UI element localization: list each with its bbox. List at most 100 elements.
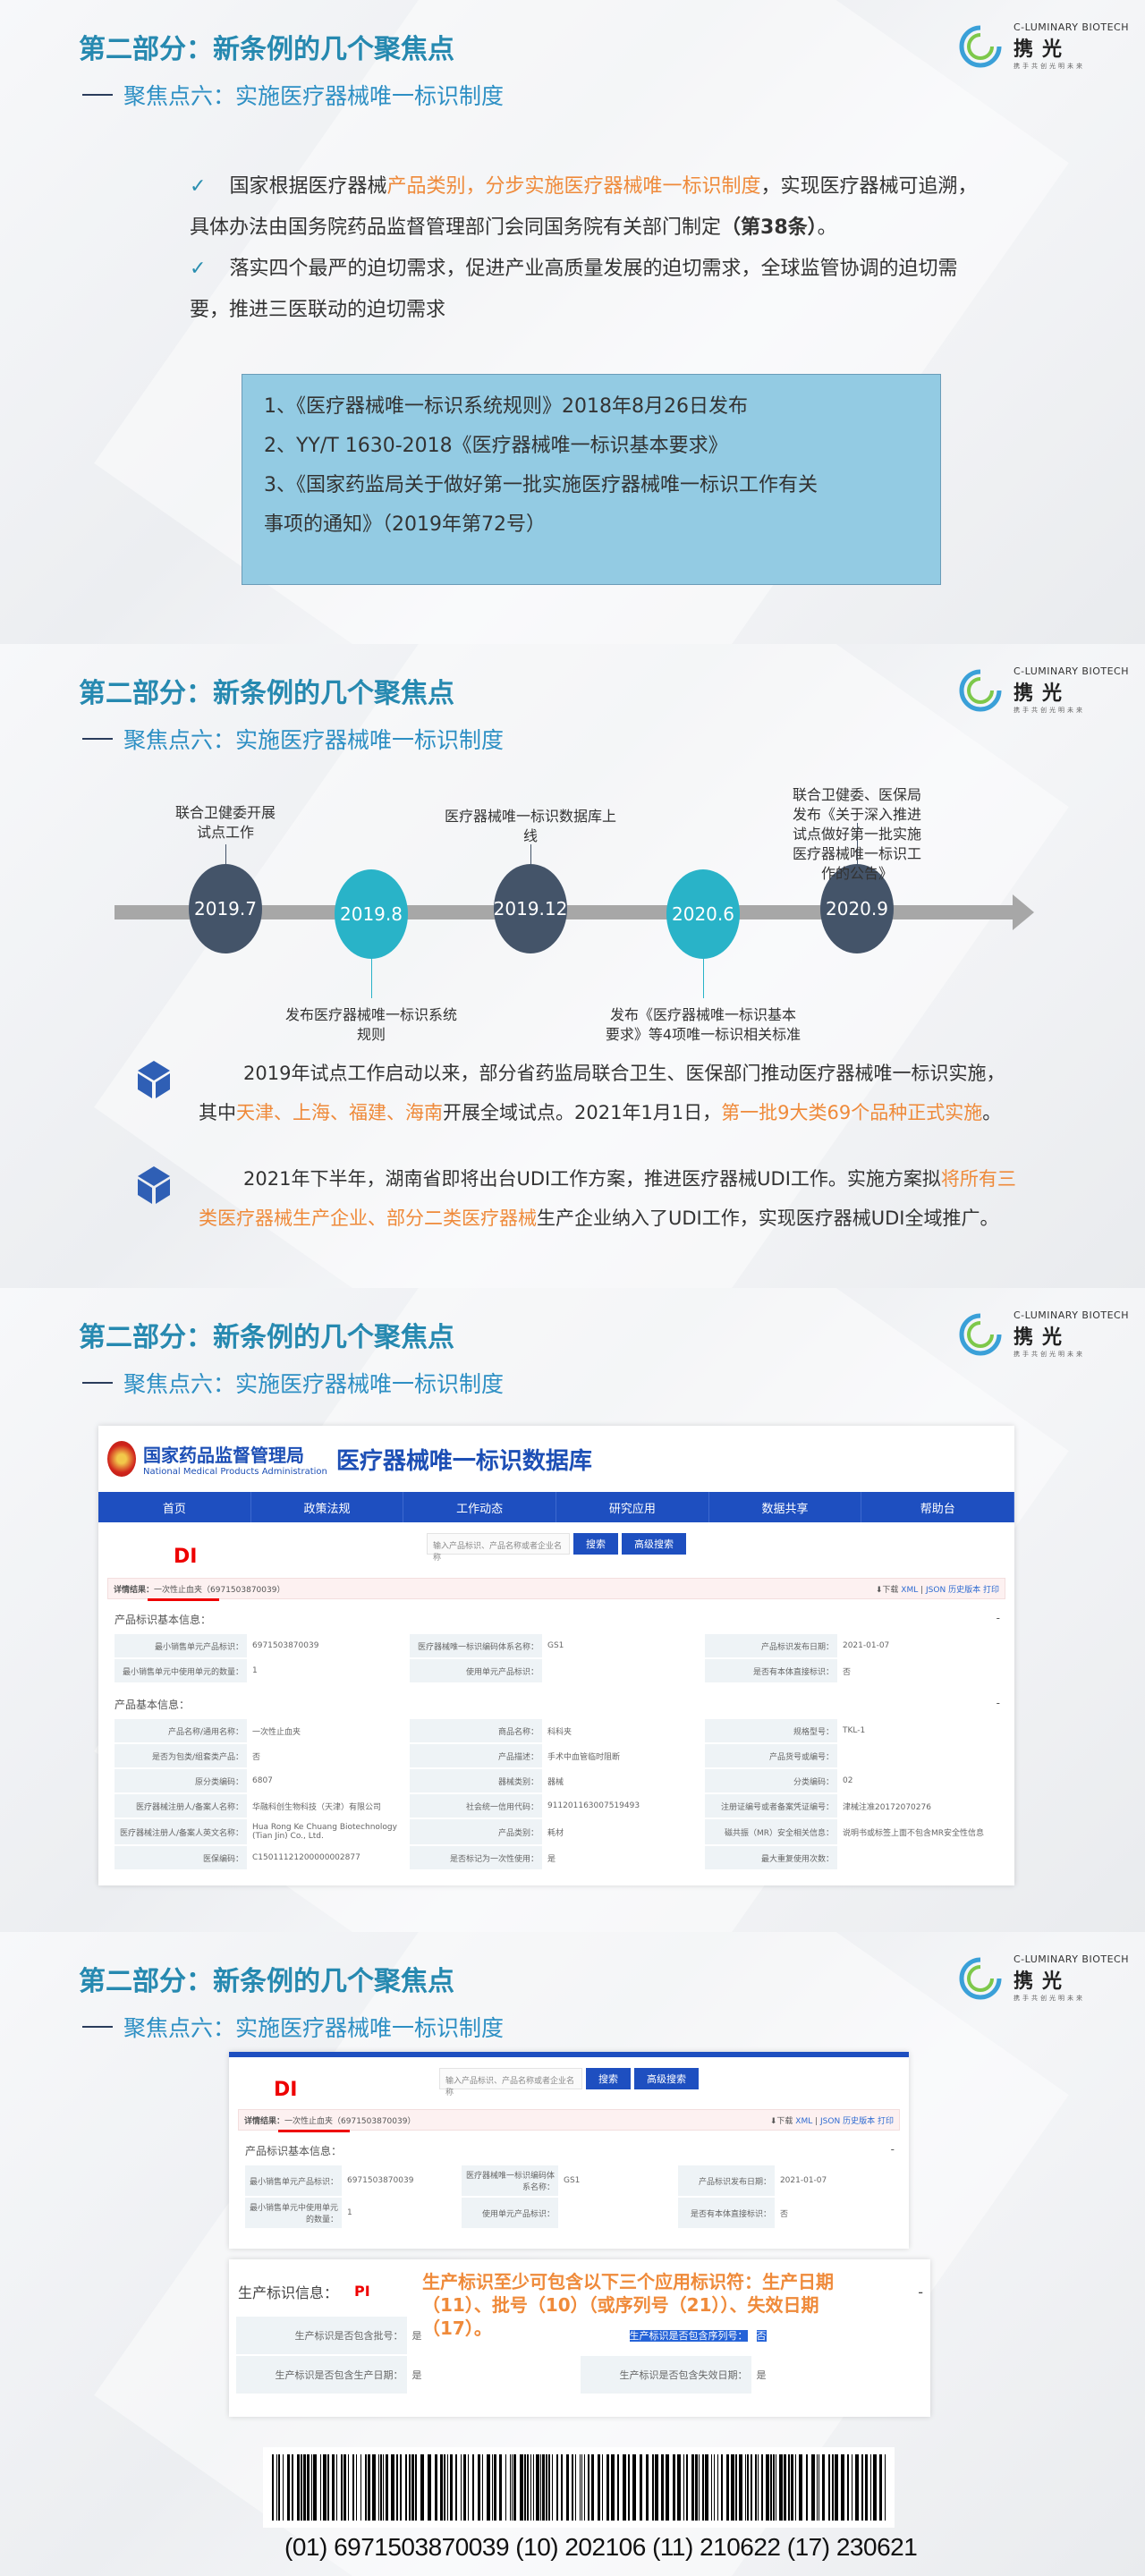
timeline-connector <box>703 959 704 998</box>
dash-divider <box>82 94 113 96</box>
barcode-bar <box>766 2454 769 2521</box>
barcode-bar <box>580 2454 581 2521</box>
collapse-button[interactable]: - <box>996 1612 1000 1624</box>
paragraph-hunan: 2021年下半年，湖南省即将出台UDI工作方案，推进医疗器械UDI工作。实施方案… <box>199 1168 1016 1229</box>
barcode-bar <box>533 2454 534 2521</box>
field-value: 是 <box>541 1844 705 1871</box>
section-title: 产品基本信息： <box>114 1699 191 1711</box>
barcode-bar <box>832 2454 834 2521</box>
collapse-button[interactable]: - <box>890 2143 895 2156</box>
barcode-bar <box>575 2454 576 2521</box>
advanced-search-button[interactable]: 高级搜索 <box>622 1533 686 1555</box>
nav-item[interactable]: 首页 <box>98 1492 251 1522</box>
search-button[interactable]: 搜索 <box>586 2068 631 2089</box>
field-label: 分类编码： <box>702 1767 839 1794</box>
field-value: Hua Rong Ke Chuang Biotechnology (Tian J… <box>247 1818 410 1846</box>
history-link[interactable]: 历史版本 <box>843 2116 876 2126</box>
nav-item[interactable]: 研究应用 <box>556 1492 709 1522</box>
dash-divider <box>82 2026 113 2028</box>
barcode-bar <box>870 2454 871 2521</box>
barcode-bar <box>686 2454 688 2521</box>
logo-cn: 携光 <box>1014 682 1072 705</box>
barcode-bar <box>591 2454 594 2521</box>
barcode-bar <box>739 2454 742 2521</box>
table-row: 是否为包类/组套类产品：否产品描述：手术中血管临时阻断产品货号或编号： <box>113 1742 1001 1769</box>
barcode-bar <box>411 2454 414 2521</box>
collapse-button[interactable]: - <box>918 2283 923 2301</box>
collapse-button[interactable]: - <box>996 1697 1000 1709</box>
barcode-bar <box>822 2454 825 2521</box>
org-name-en: National Medical Products Administration <box>143 1467 327 1477</box>
detail-bar: 详情结果：一次性止血夹（6971503870039）⬇下载 XML | JSON… <box>107 1578 1005 1601</box>
barcode-bar <box>623 2454 626 2521</box>
print-link[interactable]: 打印 <box>982 1585 999 1595</box>
advanced-search-button[interactable]: 高级搜索 <box>634 2068 699 2089</box>
field-label: 最小销售单元中使用单元的数量： <box>243 2196 344 2230</box>
barcode-bar <box>450 2454 453 2521</box>
field-value: TKL-1 <box>836 1717 1001 1744</box>
field-label: 最小销售单元产品标识： <box>243 2164 344 2198</box>
history-link[interactable]: 历史版本 <box>948 1585 981 1595</box>
barcode-bar <box>572 2454 573 2521</box>
field-label: 产品货号或编号： <box>702 1742 839 1769</box>
barcode-bar <box>510 2454 511 2521</box>
barcode-bar <box>341 2454 343 2521</box>
timeline-label: 联合卫健委、医保局发布《关于深入推进试点做好第一批实施医疗器械唯一标识工作的公告… <box>792 786 921 882</box>
search-input[interactable]: 输入产品标识、产品名称或者企业名称 <box>439 2068 582 2097</box>
logo-en: C-LUMINARY BIOTECH <box>1014 1309 1129 1321</box>
production-id-table: 生产标识是否包含批号：是生产标识是否包含序列号：否生产标识是否包含生产日期：是生… <box>234 2315 925 2395</box>
field-value: 是 <box>406 2354 581 2395</box>
slide-3: 第二部分：新条例的几个聚焦点 聚焦点六：实施医疗器械唯一标识制度 C-LUMIN… <box>0 1288 1145 1932</box>
barcode-bar <box>726 2454 729 2521</box>
page-title: 第二部分：新条例的几个聚焦点 <box>79 34 454 65</box>
field-value: 2021-01-07 <box>836 1632 1001 1659</box>
table-row: 医疗器械注册人/备案人英文名称：Hua Rong Ke Chuang Biote… <box>113 1818 1001 1846</box>
field-value: 科科夹 <box>541 1717 705 1744</box>
nav-item[interactable]: 数据共享 <box>709 1492 862 1522</box>
field-value: 说明书或标签上面不包含MR安全性信息 <box>836 1818 1001 1846</box>
json-link[interactable]: JSON <box>926 1585 946 1595</box>
national-emblem-icon <box>107 1441 136 1477</box>
field-label: 使用单元产品标识： <box>407 1657 544 1684</box>
field-label: 产品类别： <box>407 1818 544 1846</box>
print-link[interactable]: 打印 <box>877 2116 894 2126</box>
barcode-bar <box>655 2454 658 2521</box>
barcode-bar <box>646 2454 649 2521</box>
barcode-bar <box>297 2454 300 2521</box>
xml-link[interactable]: XML <box>901 1585 919 1595</box>
barcode-bar <box>360 2454 361 2521</box>
barcode-bar <box>396 2454 398 2521</box>
barcode-bar <box>365 2454 367 2521</box>
field-label: 生产标识是否包含批号： <box>234 2315 409 2356</box>
field-value: 6971503870039 <box>341 2164 462 2198</box>
nav-item[interactable]: 帮助台 <box>861 1492 1014 1522</box>
nav-item[interactable]: 政策法规 <box>251 1492 404 1522</box>
field-label: 生产标识是否包含失效日期： <box>579 2354 753 2395</box>
barcode-bar <box>287 2454 290 2521</box>
slide-1: 第二部分：新条例的几个聚焦点 聚焦点六：实施医疗器械唯一标识制度 C-LUMIN… <box>0 0 1145 644</box>
page-subtitle: 聚焦点六：实施医疗器械唯一标识制度 <box>82 2011 504 2043</box>
json-link[interactable]: JSON <box>820 2116 841 2126</box>
field-label: 商品名称： <box>407 1717 544 1744</box>
barcode-bar <box>301 2454 302 2521</box>
barcode-bar <box>758 2454 759 2521</box>
org-name: 国家药品监督管理局 <box>143 1445 304 1466</box>
barcode-bar <box>307 2454 310 2521</box>
barcode-bar <box>283 2454 284 2521</box>
field-value: 是 <box>751 2354 925 2395</box>
barcode-bar <box>747 2454 749 2521</box>
search-button[interactable]: 搜索 <box>573 1533 618 1555</box>
barcode-bar <box>440 2454 443 2521</box>
barcode-bar <box>512 2454 513 2521</box>
field-label: 磁共振（MR）安全相关信息： <box>702 1818 839 1846</box>
field-value: 02 <box>836 1767 1001 1794</box>
search-input[interactable]: 输入产品标识、产品名称或者企业名称 <box>427 1533 570 1563</box>
nav-item[interactable]: 工作动态 <box>403 1492 557 1522</box>
field-value: 耗材 <box>541 1818 705 1846</box>
xml-link[interactable]: XML <box>795 2116 813 2126</box>
download-label[interactable]: ⬇下载 <box>875 1585 899 1595</box>
